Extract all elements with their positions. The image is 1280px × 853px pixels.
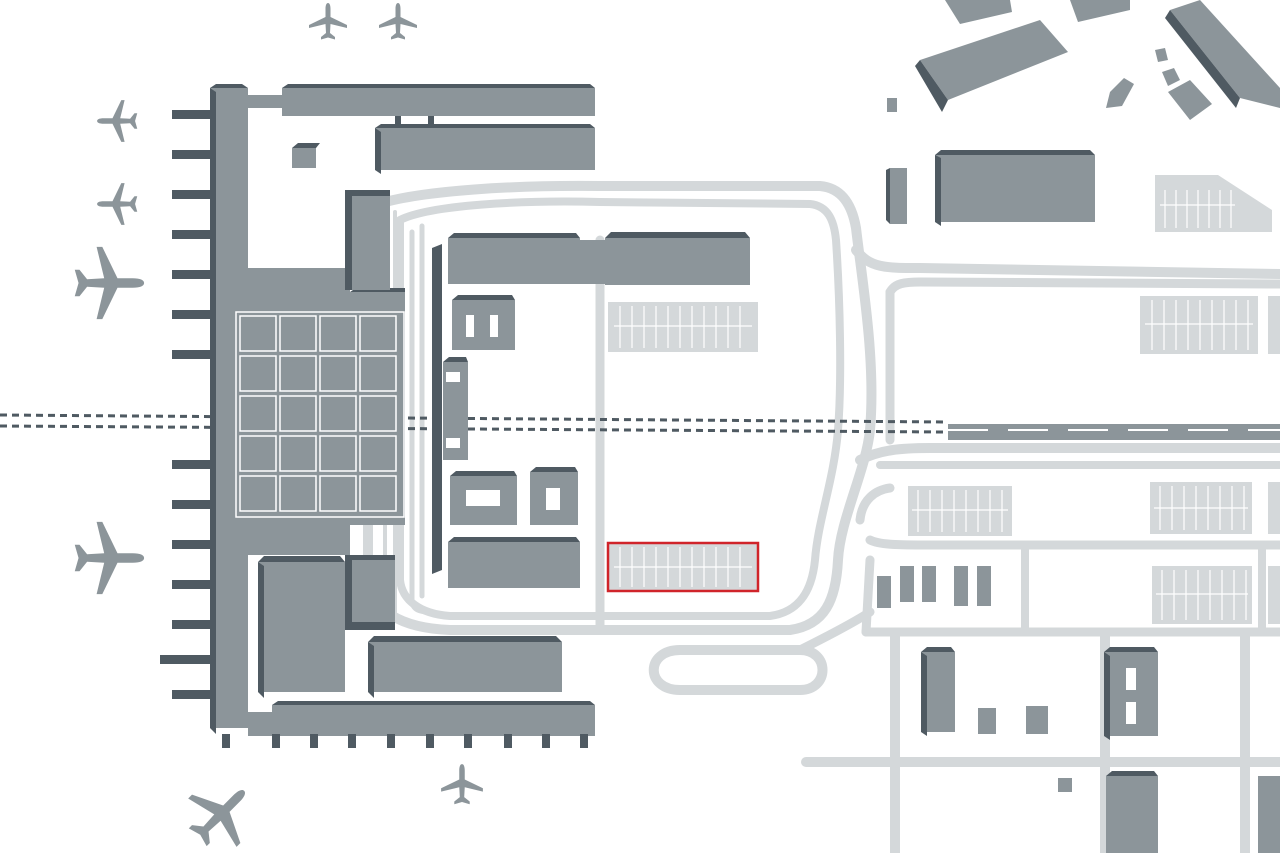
highlighted-parking-lot[interactable] <box>606 541 760 593</box>
road-east-lot-row <box>865 535 1280 550</box>
rail-line <box>0 413 946 434</box>
road-network <box>363 180 1280 853</box>
parking-lot-north-inner <box>608 302 758 352</box>
airplane-icon <box>379 3 417 40</box>
main-terminal <box>210 84 248 734</box>
parking-highlight-outline <box>606 541 760 593</box>
road-bottom-oval <box>648 645 828 695</box>
airplane-icon <box>173 766 269 853</box>
north-wing <box>248 84 595 290</box>
airplane-icon <box>441 764 483 805</box>
parking-lot-east-4 <box>1152 566 1280 624</box>
road-east-north <box>851 245 1280 279</box>
parking-lot-east-2 <box>908 486 1012 536</box>
south-wing-piers <box>222 734 588 748</box>
rail-track-2 <box>0 424 946 434</box>
inner-buildings <box>432 232 750 588</box>
airplane-icon <box>97 100 138 142</box>
parking-lot-north-east <box>1155 175 1272 232</box>
road-east-box-top <box>885 277 1280 297</box>
rail-track-1 <box>0 413 946 424</box>
parking-lots <box>606 175 1280 624</box>
airplane-icon <box>309 3 347 40</box>
parking-lot-east-1 <box>1140 296 1280 354</box>
east-buildings <box>877 0 1280 853</box>
road-east-lower-left <box>861 555 875 637</box>
road-east-mid <box>855 443 1280 465</box>
south-wing <box>248 555 595 736</box>
terminal-hall <box>235 268 405 555</box>
road-east-curve <box>855 483 895 525</box>
airplane-icon <box>97 183 138 225</box>
airplane-icon <box>74 521 145 595</box>
road-lane-1 <box>409 229 433 615</box>
road-inner-loop <box>396 197 845 620</box>
rail-platform <box>948 424 1280 440</box>
gate-piers <box>160 110 212 699</box>
parking-lot-east-3 <box>1150 482 1280 534</box>
airplane-icon <box>74 246 145 320</box>
